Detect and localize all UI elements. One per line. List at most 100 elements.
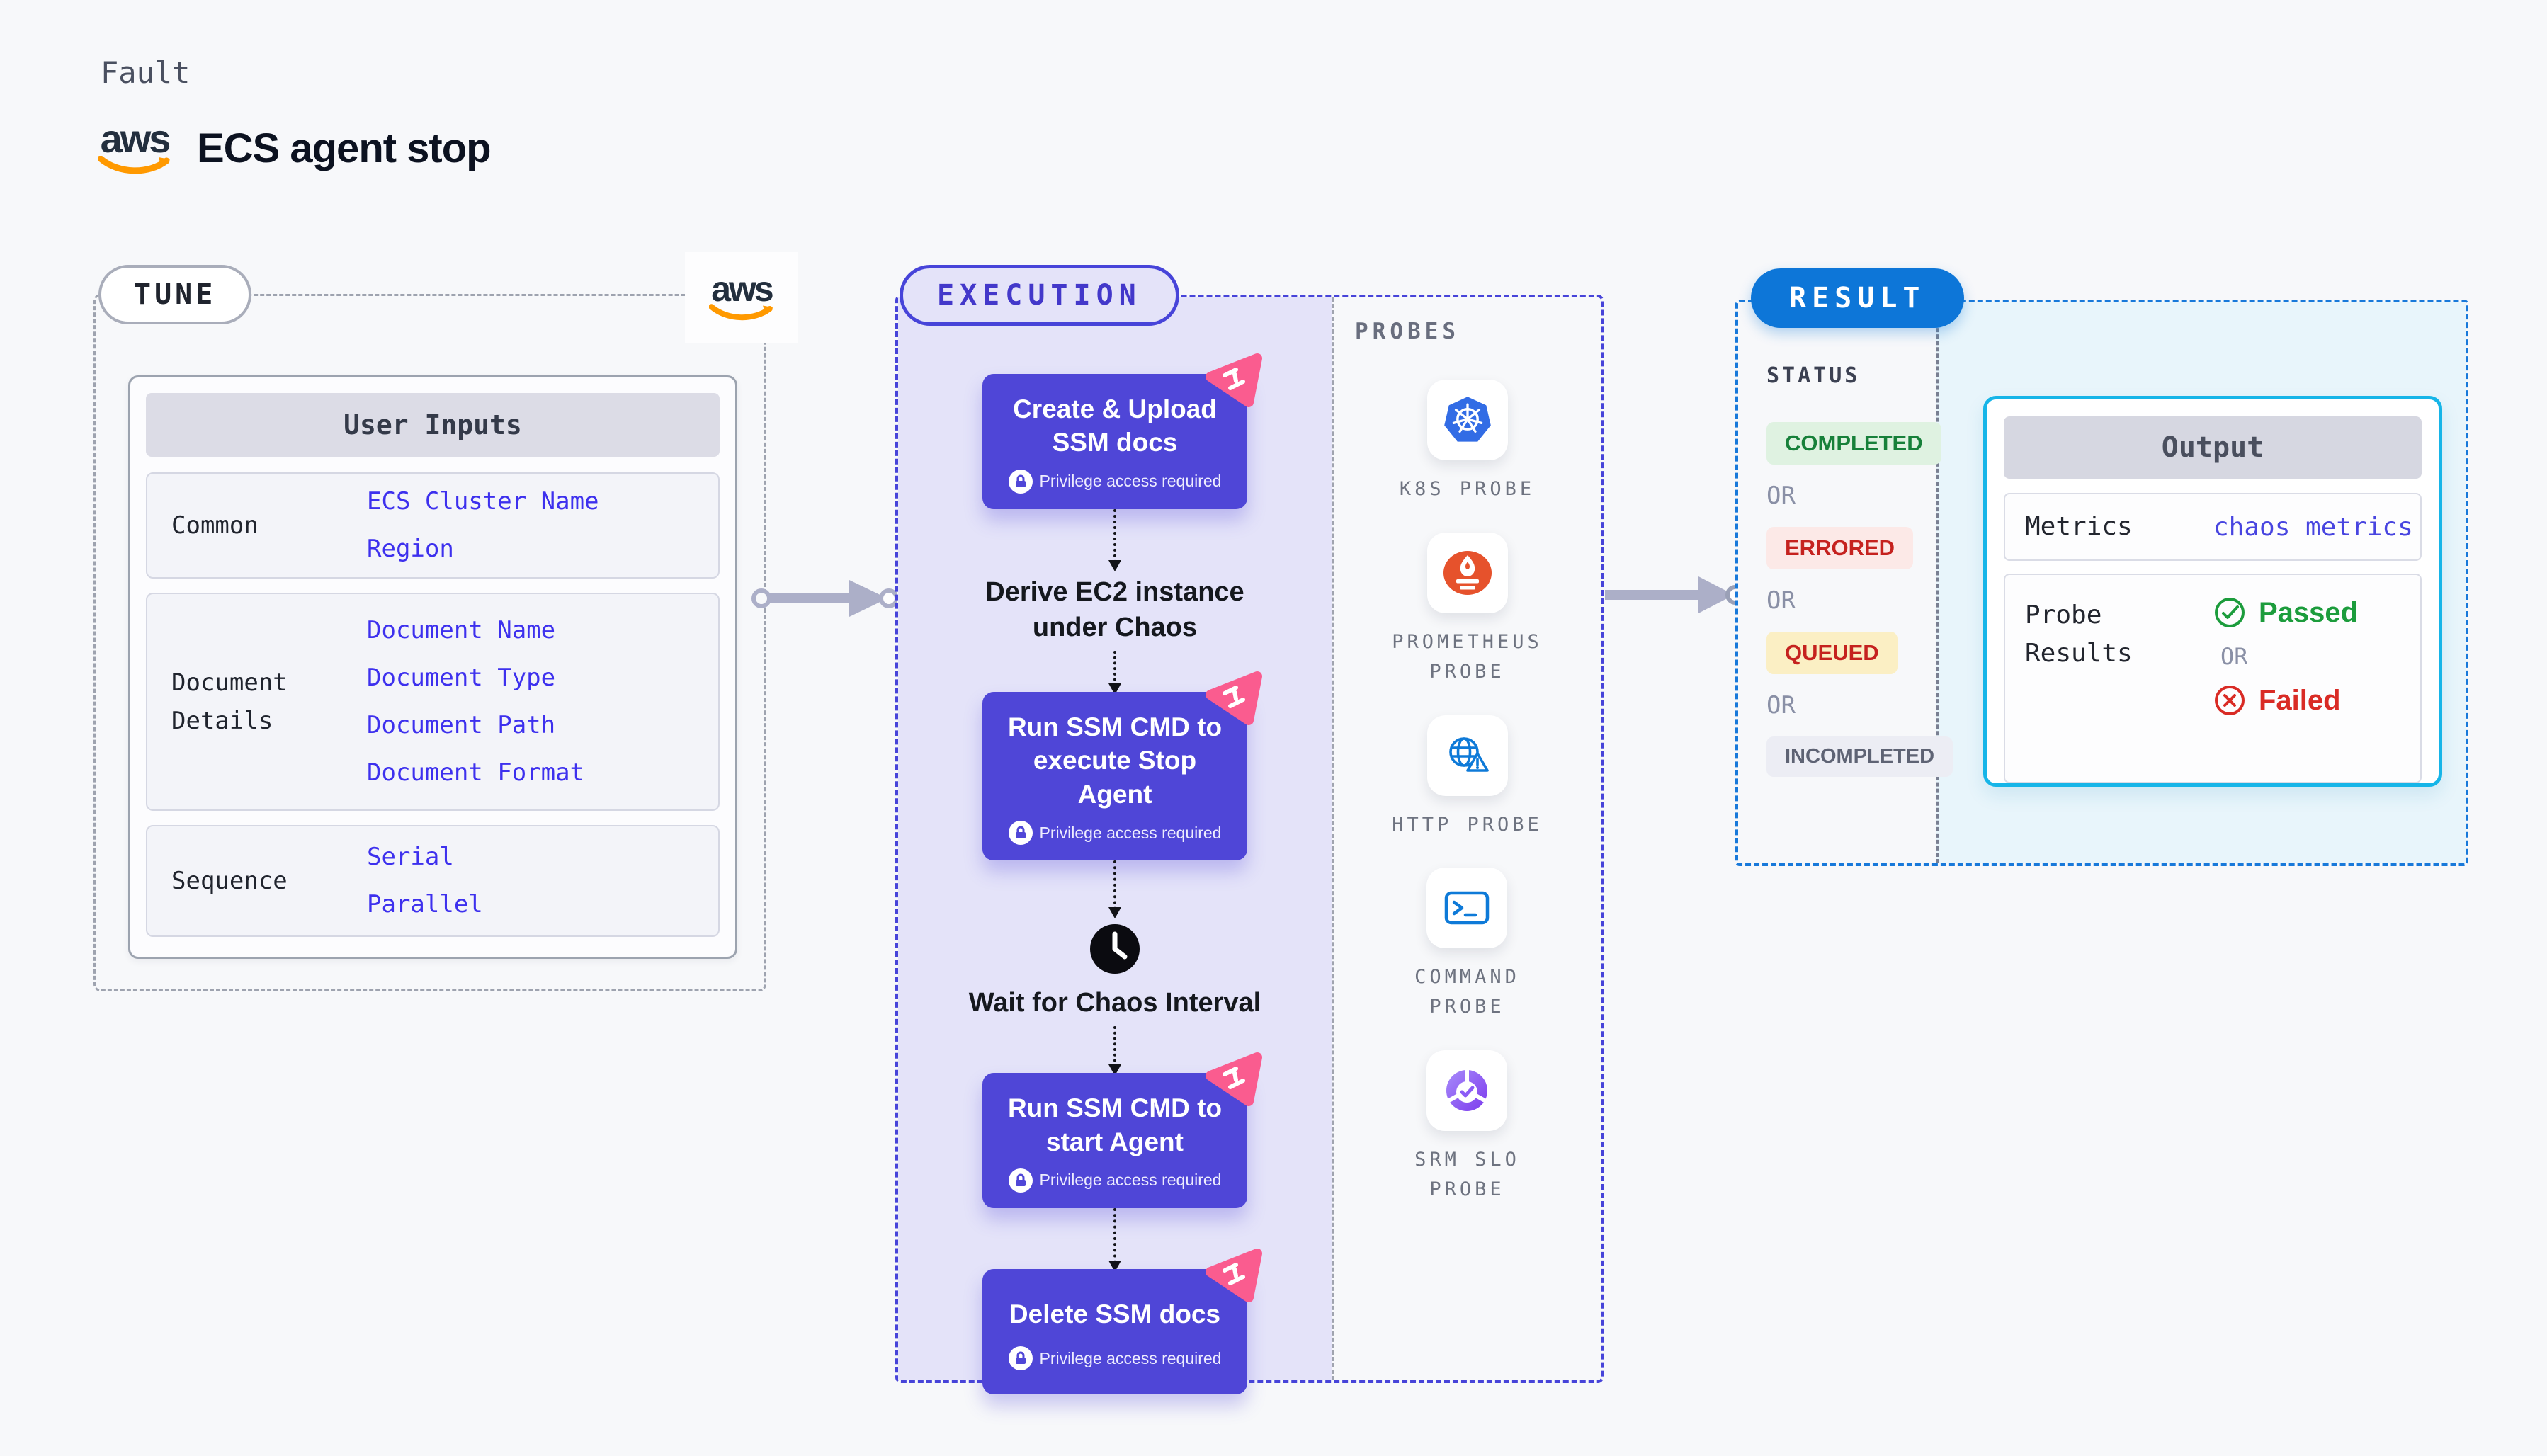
metrics-label: Metrics [2025, 512, 2133, 541]
execution-flow: Create & Upload SSM docs Privilege acces… [898, 297, 1332, 1395]
result-section-label: RESULT [1751, 268, 1964, 328]
execution-to-result-arrow [1605, 576, 1745, 613]
harness-ribbon-icon [1206, 1248, 1262, 1302]
probes-divider [1332, 297, 1334, 1380]
or-separator: OR [1766, 691, 1796, 720]
user-inputs-card: User Inputs Common ECS Cluster Name Regi… [128, 375, 737, 959]
input-link-region[interactable]: Region [367, 535, 454, 563]
input-group-sequence: Sequence Serial Parallel [146, 825, 720, 937]
probe-result-failed: Failed [2213, 684, 2358, 717]
privilege-badge: Privilege access required [995, 469, 1235, 494]
prometheus-icon [1426, 532, 1508, 613]
input-group-common: Common ECS Cluster Name Region [146, 472, 720, 579]
flow-connector-arrow [1108, 860, 1121, 919]
privilege-badge-label: Privilege access required [1039, 1348, 1222, 1367]
privilege-badge: Privilege access required [995, 821, 1235, 846]
status-badge-errored: ERRORED [1766, 527, 1914, 569]
or-separator: OR [1766, 586, 1796, 615]
execution-section-label: EXECUTION [900, 265, 1179, 326]
page-header: aws ECS agent stop [98, 119, 492, 177]
status-badge-incompleted: INCOMPLETED [1766, 736, 1953, 777]
probe-results-label: Probe Results [2025, 601, 2133, 668]
status-column: STATUS COMPLETED OR ERRORED OR QUEUED OR… [1738, 302, 1953, 794]
lock-icon [1008, 469, 1033, 494]
step-derive-ec2-instance: Derive EC2 instance under Chaos [985, 576, 1244, 642]
check-circle-icon [2215, 598, 2245, 627]
privilege-badge: Privilege access required [995, 1346, 1235, 1371]
input-group-label: Sequence [171, 866, 288, 895]
or-separator: OR [1766, 482, 1796, 510]
probe-label: PROMETHEUS PROBE [1392, 630, 1543, 683]
input-group-document-details: Document Details Document Name Document … [146, 593, 720, 811]
step-title: Run SSM CMD to start Agent [1007, 1093, 1223, 1156]
tune-to-execution-arrow [751, 580, 897, 617]
input-link-document-type[interactable]: Document Type [367, 664, 556, 693]
output-card: Output Metrics chaos metrics Probe Resul… [1983, 396, 2442, 787]
step-title: Delete SSM docs [1009, 1299, 1221, 1329]
flow-connector-arrow [1108, 508, 1121, 571]
step-title: Run SSM CMD to execute Stop Agent [1007, 712, 1223, 809]
input-group-label: Document Details [171, 668, 288, 735]
x-circle-icon [2215, 686, 2245, 715]
aws-logo-icon: aws [98, 119, 171, 177]
probe-label: HTTP PROBE [1392, 813, 1543, 836]
kubernetes-icon [1426, 380, 1508, 460]
output-header: Output [2004, 416, 2422, 479]
harness-ribbon-icon [1206, 671, 1262, 726]
probes-column: PROBES K8S PROBE [1334, 297, 1601, 1380]
tune-section-label: TUNE [98, 265, 252, 324]
aws-logo-icon: aws [709, 271, 774, 324]
execution-section: EXECUTION Create & Upload SSM docs Privi… [895, 265, 1604, 1395]
probe-command: COMMAND PROBE [1414, 868, 1520, 1022]
input-link-ecs-cluster-name[interactable]: ECS Cluster Name [367, 487, 599, 516]
terminal-icon [1426, 868, 1508, 949]
tune-section: TUNE aws User Inputs Common ECS Cluster … [93, 252, 798, 991]
privilege-badge-label: Privilege access required [1039, 1171, 1222, 1190]
input-link-document-name[interactable]: Document Name [367, 616, 556, 645]
lock-icon [1008, 821, 1033, 846]
flow-connector-arrow [1108, 1207, 1121, 1272]
clock-icon [1090, 924, 1140, 974]
lock-icon [1008, 1168, 1033, 1193]
probe-label: K8S PROBE [1399, 478, 1536, 500]
status-badge-queued: QUEUED [1766, 632, 1898, 674]
step-create-upload-ssm-docs: Create & Upload SSM docs Privilege acces… [982, 353, 1262, 509]
privilege-badge: Privilege access required [995, 1168, 1235, 1193]
step-run-ssm-cmd-stop-agent: Run SSM CMD to execute Stop Agent Privil… [982, 671, 1262, 861]
harness-ribbon-icon [1206, 353, 1262, 407]
step-title: Create & Upload SSM docs [1013, 394, 1217, 457]
harness-ribbon-icon [1206, 1052, 1262, 1107]
input-link-parallel[interactable]: Parallel [367, 890, 483, 918]
probe-http: HTTP PROBE [1392, 715, 1543, 840]
metrics-row: Metrics chaos metrics [2004, 493, 2422, 561]
flow-connector-arrow [1108, 651, 1121, 695]
fault-kicker: Fault [101, 55, 191, 90]
probe-prometheus: PROMETHEUS PROBE [1392, 532, 1543, 687]
probe-results-row: Probe Results Passed OR [2004, 574, 2422, 783]
privilege-badge-label: Privilege access required [1039, 472, 1222, 491]
status-badge-completed: COMPLETED [1766, 422, 1941, 465]
aws-provider-badge: aws [685, 252, 798, 343]
or-separator: OR [2220, 643, 2248, 670]
step-run-ssm-cmd-start-agent: Run SSM CMD to start Agent Privilege acc… [982, 1052, 1262, 1208]
privilege-badge-label: Privilege access required [1039, 823, 1222, 842]
probe-k8s: K8S PROBE [1400, 380, 1535, 504]
input-link-serial[interactable]: Serial [367, 843, 454, 872]
http-globe-alert-icon [1426, 715, 1508, 796]
probe-srm-slo: SRM SLO PROBE [1414, 1050, 1520, 1205]
status-label: STATUS [1766, 363, 1861, 388]
probe-label: SRM SLO PROBE [1414, 1149, 1520, 1200]
passed-label: Passed [2259, 596, 2359, 628]
user-inputs-header: User Inputs [146, 393, 720, 457]
step-delete-ssm-docs: Delete SSM docs Privilege access require… [982, 1248, 1262, 1395]
input-link-document-path[interactable]: Document Path [367, 711, 556, 739]
step-wait-for-chaos-interval: Wait for Chaos Interval [968, 988, 1261, 1018]
result-section: RESULT STATUS COMPLETED OR ERRORED OR QU… [1735, 268, 2468, 866]
probe-result-passed: Passed [2213, 596, 2358, 629]
input-link-document-format[interactable]: Document Format [367, 758, 585, 787]
metrics-value-link[interactable]: chaos metrics [2213, 512, 2413, 542]
flow-connector-arrow [1108, 1026, 1121, 1076]
probe-label: COMMAND PROBE [1414, 966, 1520, 1018]
lock-icon [1008, 1346, 1033, 1371]
